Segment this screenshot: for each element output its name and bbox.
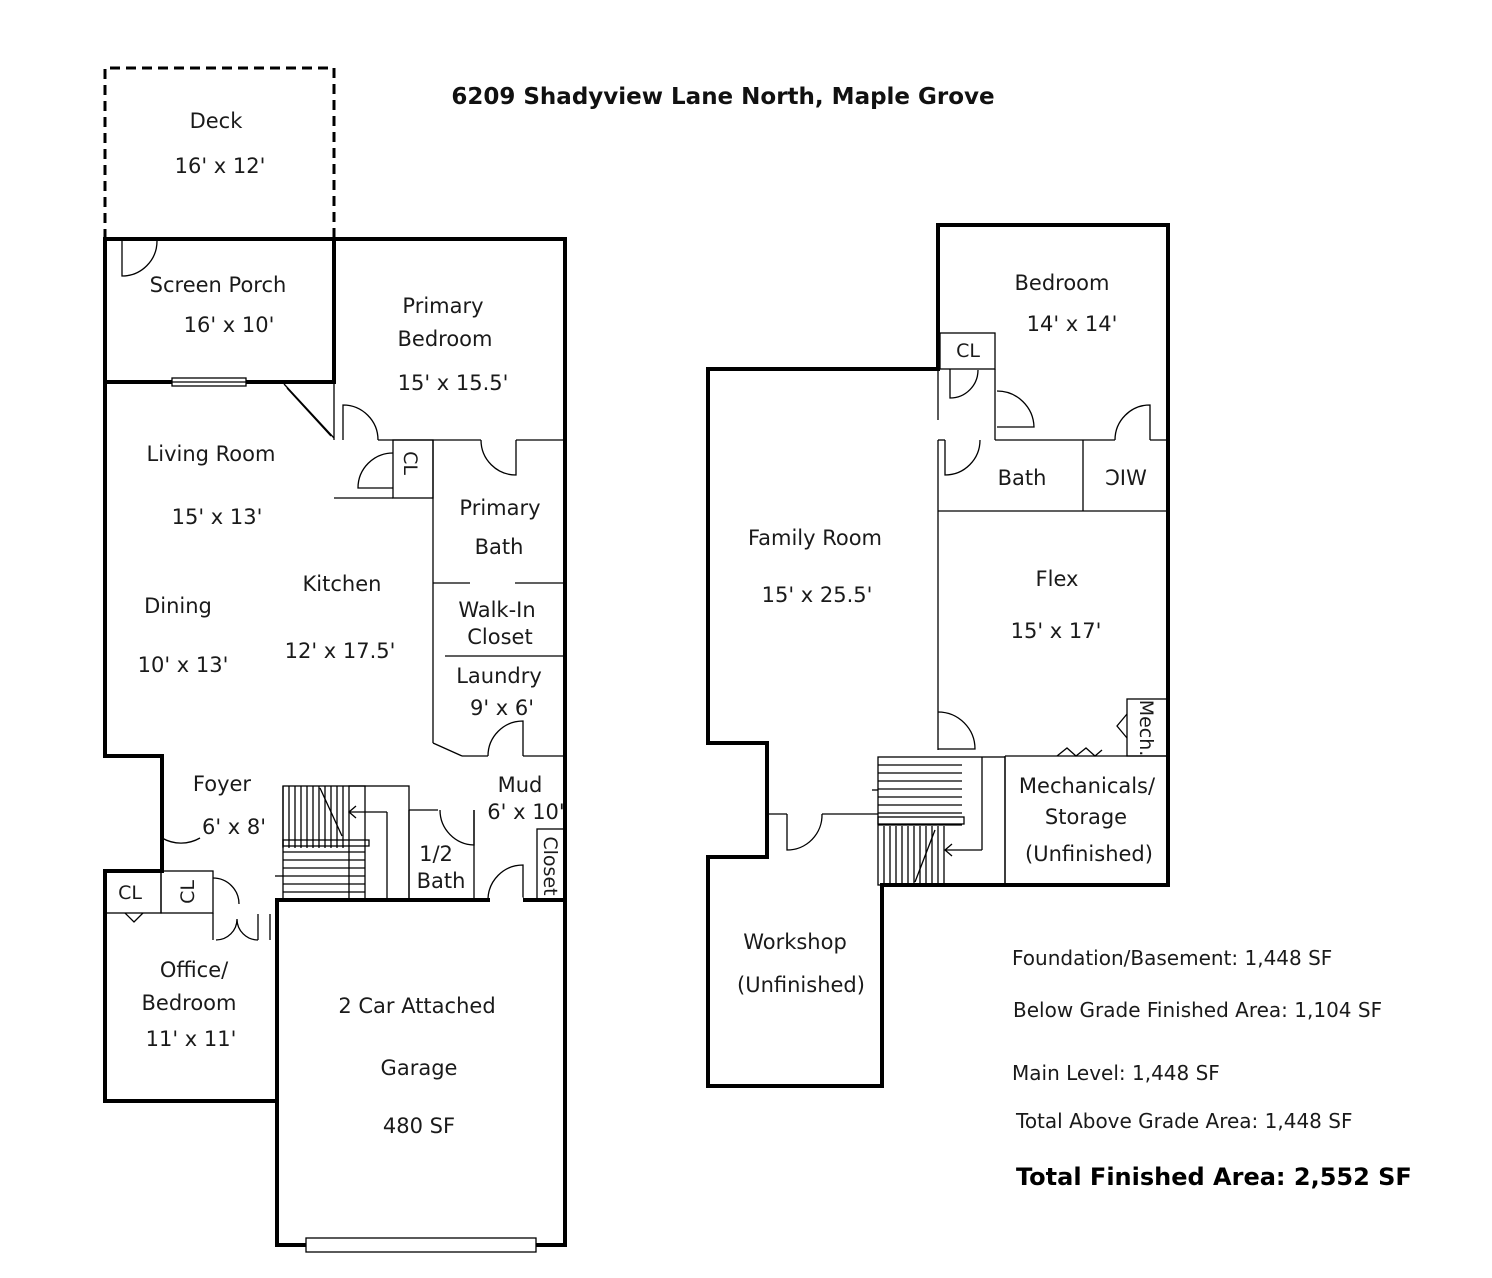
closet-cl-label: CL bbox=[399, 451, 421, 475]
screen-porch-name: Screen Porch bbox=[150, 273, 287, 297]
wic-label: WIC bbox=[1105, 466, 1147, 490]
screen-porch-dims: 16' x 10' bbox=[184, 313, 275, 337]
deck-name: Deck bbox=[190, 109, 244, 133]
office-door-swing bbox=[215, 914, 271, 941]
flex-name: Flex bbox=[1036, 567, 1079, 591]
kitchen-name: Kitchen bbox=[303, 572, 382, 596]
lower-closet-cl-label: CL bbox=[956, 340, 980, 362]
foyer-door-swing bbox=[161, 800, 201, 844]
plan-title: 6209 Shadyview Lane North, Maple Grove bbox=[451, 84, 994, 110]
living-room-name: Living Room bbox=[147, 442, 276, 466]
garage-door bbox=[305, 1237, 537, 1253]
porch-door-swing bbox=[121, 240, 158, 277]
mech-vent bbox=[1056, 747, 1103, 757]
walk-in-closet-name-2: Closet bbox=[467, 625, 532, 649]
lower-level-exterior-wall bbox=[706, 223, 1170, 1088]
wic-door-swing bbox=[1114, 404, 1151, 441]
primary-bath-name-1: Primary bbox=[459, 496, 540, 520]
mech-label: Mech. bbox=[1135, 700, 1157, 757]
lower-bedroom-name: Bedroom bbox=[1015, 271, 1110, 295]
primary-bedroom-dims: 15' x 15.5' bbox=[398, 371, 509, 395]
primary-bedroom-name-2: Bedroom bbox=[398, 327, 493, 351]
mud-dims: 6' x 10' bbox=[487, 800, 564, 824]
laundry-name: Laundry bbox=[456, 664, 542, 688]
office-name-2: Bedroom bbox=[142, 991, 237, 1015]
lower-stairs bbox=[872, 756, 1006, 886]
mud-name: Mud bbox=[498, 773, 543, 797]
workshop-line-2: (Unfinished) bbox=[737, 973, 865, 997]
laundry-door-swing bbox=[487, 720, 524, 757]
walk-in-closet-name-1: Walk-In bbox=[458, 598, 535, 622]
lower-bath-label: Bath bbox=[998, 466, 1047, 490]
family-room-name: Family Room bbox=[748, 526, 882, 550]
lower-bath-door-swing bbox=[944, 439, 981, 476]
primary-bedroom-name-1: Primary bbox=[402, 294, 483, 318]
above-grade-area: Total Above Grade Area: 1,448 SF bbox=[1015, 1109, 1352, 1133]
kitchen-dims: 12' x 17.5' bbox=[285, 639, 396, 663]
half-bath-name-2: Bath bbox=[417, 869, 466, 893]
garage-wall bbox=[275, 898, 565, 1245]
main-level-area: Main Level: 1,448 SF bbox=[1012, 1061, 1220, 1085]
dining-dims: 10' x 13' bbox=[138, 653, 229, 677]
foyer-name: Foyer bbox=[193, 772, 252, 796]
half-bath-name-1: 1/2 bbox=[419, 842, 453, 866]
flex-door-swing bbox=[937, 711, 976, 750]
living-room-dims: 15' x 13' bbox=[172, 505, 263, 529]
office-name-1: Office/ bbox=[160, 958, 229, 982]
below-grade-area: Below Grade Finished Area: 1,104 SF bbox=[1013, 998, 1382, 1022]
deck-dims: 16' x 12' bbox=[175, 154, 266, 178]
office-closet-2 bbox=[160, 870, 214, 914]
deck-outline bbox=[103, 66, 336, 239]
main-level: Deck 16' x 12' Screen Porch 16' x 10' Pr… bbox=[103, 66, 567, 1253]
closet-door-swing bbox=[357, 452, 394, 489]
mechanicals-line-3: (Unfinished) bbox=[1025, 842, 1153, 866]
flex-dims: 15' x 17' bbox=[1011, 619, 1102, 643]
foundation-area: Foundation/Basement: 1,448 SF bbox=[1012, 946, 1332, 970]
foyer-dims: 6' x 8' bbox=[202, 815, 266, 839]
family-room-dims: 15' x 25.5' bbox=[762, 583, 873, 607]
bedroom-door-swing-lower bbox=[996, 390, 1035, 428]
lower-level: Bedroom 14' x 14' CL Bath WIC Family Roo… bbox=[706, 223, 1170, 1088]
garage-area: 480 SF bbox=[383, 1114, 455, 1138]
garage-name-2: Garage bbox=[381, 1056, 458, 1080]
office-closet-2-label: CL bbox=[177, 880, 199, 904]
dining-name: Dining bbox=[144, 594, 212, 618]
lower-closet-door bbox=[949, 369, 979, 399]
bath-door-swing bbox=[480, 439, 517, 476]
bedroom-door-swing bbox=[342, 404, 379, 441]
laundry-dims: 9' x 6' bbox=[470, 696, 534, 720]
lower-bedroom-dims: 14' x 14' bbox=[1027, 312, 1118, 336]
main-level-exterior-wall bbox=[103, 237, 567, 1247]
office-closet-door bbox=[212, 877, 240, 905]
workshop-line-1: Workshop bbox=[743, 930, 847, 954]
mud-closet-label: Closet bbox=[539, 836, 561, 895]
primary-bath-name-2: Bath bbox=[475, 535, 524, 559]
area-summary: Foundation/Basement: 1,448 SF Below Grad… bbox=[1012, 946, 1412, 1191]
half-bath-door-swing bbox=[439, 809, 475, 846]
mechanicals-line-1: Mechanicals/ bbox=[1019, 774, 1156, 798]
lower-closet-cl-box bbox=[939, 332, 996, 370]
mud-closet-box bbox=[536, 828, 566, 901]
garage-entry-door-swing bbox=[487, 864, 524, 901]
mechanicals-line-2: Storage bbox=[1045, 805, 1127, 829]
workshop-door-swing bbox=[786, 813, 823, 851]
total-finished-area: Total Finished Area: 2,552 SF bbox=[1016, 1163, 1412, 1191]
main-stairs bbox=[275, 785, 410, 901]
screen-porch-wall bbox=[105, 239, 336, 384]
office-closet-1-label: CL bbox=[118, 882, 142, 904]
office-dims: 11' x 11' bbox=[146, 1027, 237, 1051]
garage-name-1: 2 Car Attached bbox=[338, 994, 495, 1018]
